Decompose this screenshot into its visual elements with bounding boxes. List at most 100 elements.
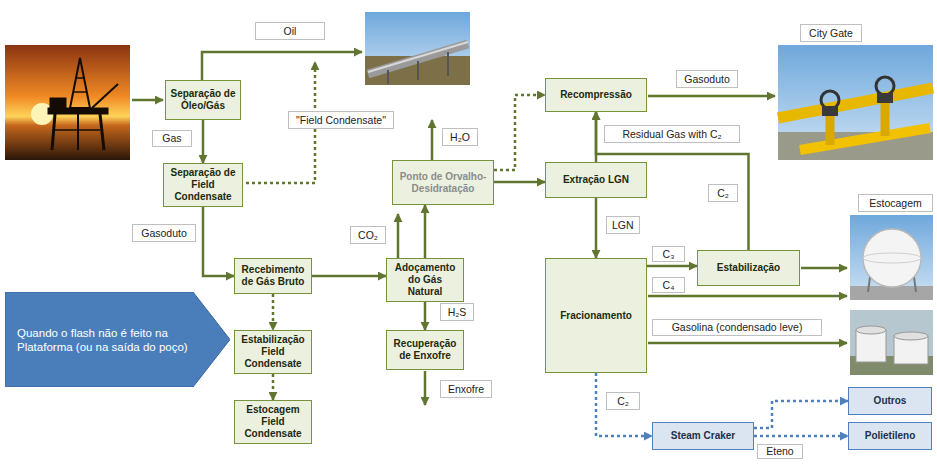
petrochemical-box: Polietileno [848, 422, 932, 450]
process-box: Estocagem Field Condensate [234, 400, 312, 444]
storage-sphere-picture [850, 215, 933, 300]
flow-arrow [648, 95, 775, 98]
city-gate-picture [778, 45, 933, 160]
node-text: Extração LGN [563, 174, 629, 186]
flow-label: Gasoduto [684, 73, 730, 86]
petrochemical-box: Steam Craker [652, 422, 754, 450]
process-box: Recuperação de Enxofre [386, 330, 464, 370]
flow-label: Enxofre [448, 383, 484, 396]
process-box: Fracionamento [545, 258, 647, 373]
node-text: Fracionamento [560, 310, 632, 322]
flow-arrow [801, 267, 847, 270]
flow-connector [596, 373, 652, 436]
flow-connector [424, 205, 427, 258]
node-text: Separação de Field Condensate [168, 167, 238, 203]
flow-label: H₂O [450, 131, 470, 144]
flow-label: C₂ [717, 187, 729, 200]
process-box: Estabilização [697, 250, 800, 286]
flow-connector [754, 401, 848, 428]
flow-connector [647, 265, 697, 268]
node-text: Estabilização [717, 262, 780, 274]
flow-label-box: Oil [255, 22, 325, 40]
flow-label-box: Enxofre [440, 380, 492, 398]
storage-tanks-picture [850, 310, 933, 375]
flow-label-box: Gasoduto [132, 224, 196, 242]
node-text: Recompressão [560, 89, 632, 101]
process-box: Estabilização Field Condensate [234, 330, 312, 374]
process-box: Recebimento de Gás Bruto [234, 258, 312, 294]
flow-label-box: LGN [606, 216, 640, 234]
flow-label-box: H₂O [442, 128, 478, 146]
flow-arrow [648, 295, 847, 298]
flow-connector [272, 374, 275, 400]
flow-arrow [202, 52, 362, 80]
flow-label: Eteno [766, 445, 793, 458]
process-box: Ponto de Orvalho-Desidratação [392, 160, 494, 205]
flow-label: LGN [612, 219, 634, 232]
flow-arrow [648, 342, 847, 345]
callout-arrow: Quando o flash não é feito na Plataforma… [5, 292, 230, 387]
flow-label-box: CO₂ [350, 226, 386, 244]
process-box: Adoçamento do Gás Natural [386, 258, 464, 302]
flow-connector [272, 294, 275, 330]
node-text: Estocagem Field Condensate [239, 404, 307, 440]
process-box: Recompressão [545, 78, 647, 112]
node-text: Quando o flash não é feito na Plataforma… [17, 326, 188, 354]
flow-label: H₂S [448, 306, 467, 319]
flow-label-box: "Field Condensate" [288, 111, 394, 129]
flow-arrow [132, 99, 163, 102]
flow-connector [494, 95, 545, 170]
flow-label: Estocagem [869, 197, 922, 210]
flow-label-box: C₃ [652, 246, 685, 262]
flow-label-box: Residual Gas with C₂ [604, 125, 740, 143]
node-text: Outros [874, 395, 907, 407]
node-text: Recebimento de Gás Bruto [239, 264, 307, 288]
flow-label-box: Eteno [757, 444, 803, 459]
node-text: Separação de Óleo/Gás [170, 88, 236, 112]
node-text: Ponto de Orvalho-Desidratação [397, 171, 489, 195]
node-text: Steam Craker [671, 430, 735, 442]
flow-label-box: C₂ [708, 184, 738, 202]
flow-label: C₂ [617, 395, 629, 408]
node-text: Recuperação de Enxofre [391, 338, 459, 362]
flow-label: Residual Gas with C₂ [622, 128, 721, 141]
flow-label: C₃ [663, 248, 675, 261]
flow-label: "Field Condensate" [296, 114, 386, 127]
flow-arrow [431, 120, 434, 160]
process-box: Separação de Field Condensate [163, 163, 243, 207]
flow-label-box: H₂S [440, 303, 474, 321]
flow-label: Gas [162, 132, 181, 145]
flow-connector [312, 275, 386, 278]
flow-label-box: Gasolina (condensado leve) [652, 319, 822, 336]
flow-arrow [424, 371, 427, 405]
flow-label-box: C₂ [606, 392, 640, 410]
oil-rig-picture [5, 45, 130, 160]
flow-connector [203, 207, 234, 276]
callout-arrow-shape [5, 292, 230, 387]
flow-lines [132, 52, 847, 405]
flow-label: CO₂ [358, 229, 378, 242]
flow-label: City Gate [809, 27, 853, 40]
process-box: Separação de Óleo/Gás [165, 80, 241, 120]
callout-arrow-shape [5, 292, 230, 387]
process-box: Extração LGN [545, 162, 647, 198]
flow-label: Oil [284, 25, 297, 38]
flow-label-box: City Gate [800, 24, 862, 42]
flow-connector [754, 435, 848, 438]
flow-label: Gasoduto [141, 227, 187, 240]
flow-label-box: Estocagem [858, 194, 933, 212]
flow-label: C₄ [663, 279, 675, 292]
flow-connector [424, 302, 427, 330]
petrochemical-box: Outros [848, 387, 932, 415]
node-text: Polietileno [865, 430, 916, 442]
flow-connector [595, 198, 598, 258]
flow-label-box: Gasoduto [676, 70, 738, 88]
node-text: Estabilização Field Condensate [239, 334, 307, 370]
flow-arrow [397, 214, 400, 258]
flow-label-box: C₄ [652, 277, 685, 293]
node-text: Adoçamento do Gás Natural [391, 262, 459, 298]
flow-label-box: Gas [152, 130, 192, 147]
flow-connector [494, 181, 545, 184]
flow-connector [202, 120, 205, 163]
